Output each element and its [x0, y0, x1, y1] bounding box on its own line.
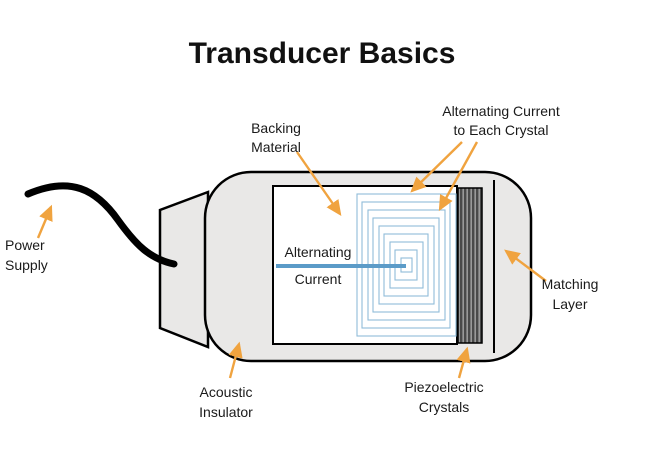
label-ac-to-each-crystal-line2: to Each Crystal — [454, 122, 549, 138]
acoustic-insulator-neck — [158, 190, 210, 349]
label-piezoelectric-crystals-line2: Crystals — [419, 399, 470, 415]
matching-layer-arrow — [504, 249, 547, 282]
label-matching-layer: Matching Layer — [542, 276, 599, 312]
label-backing-material-line1: Backing — [251, 120, 301, 136]
acoustic-insulator-arrow — [228, 341, 243, 379]
label-backing-material-line2: Material — [251, 139, 301, 155]
ac-each-crystal-arrow-1 — [410, 141, 463, 193]
piezoelectric-crystals-arrow — [456, 346, 471, 379]
label-alternating-current: Alternating Current — [285, 244, 352, 287]
ac-each-crystal-arrow-2 — [438, 141, 479, 212]
label-matching-layer-line1: Matching — [542, 276, 599, 292]
label-power-supply-line1: Power — [5, 237, 45, 253]
diagram-title: Transducer Basics — [189, 37, 456, 70]
power-supply-arrow — [36, 204, 53, 239]
label-ac-to-each-crystal: Alternating Current to Each Crystal — [442, 103, 560, 138]
label-acoustic-insulator-line1: Acoustic — [200, 384, 253, 400]
label-piezoelectric-crystals-line1: Piezoelectric — [404, 379, 483, 395]
piezoelectric-crystals-bar — [457, 187, 483, 344]
label-power-supply-line2: Supply — [5, 257, 48, 273]
label-piezoelectric-crystals: Piezoelectric Crystals — [404, 379, 483, 415]
label-matching-layer-line2: Layer — [552, 296, 587, 312]
label-acoustic-insulator: Acoustic Insulator — [199, 384, 253, 420]
label-alternating-current-line1: Alternating — [285, 244, 352, 260]
backing-material-arrow — [296, 151, 342, 216]
label-alternating-current-line2: Current — [295, 271, 342, 287]
label-acoustic-insulator-line2: Insulator — [199, 404, 253, 420]
power-cable — [24, 182, 178, 268]
label-backing-material: Backing Material — [251, 120, 301, 155]
label-power-supply: Power Supply — [5, 237, 48, 273]
label-ac-to-each-crystal-line1: Alternating Current — [442, 103, 560, 119]
